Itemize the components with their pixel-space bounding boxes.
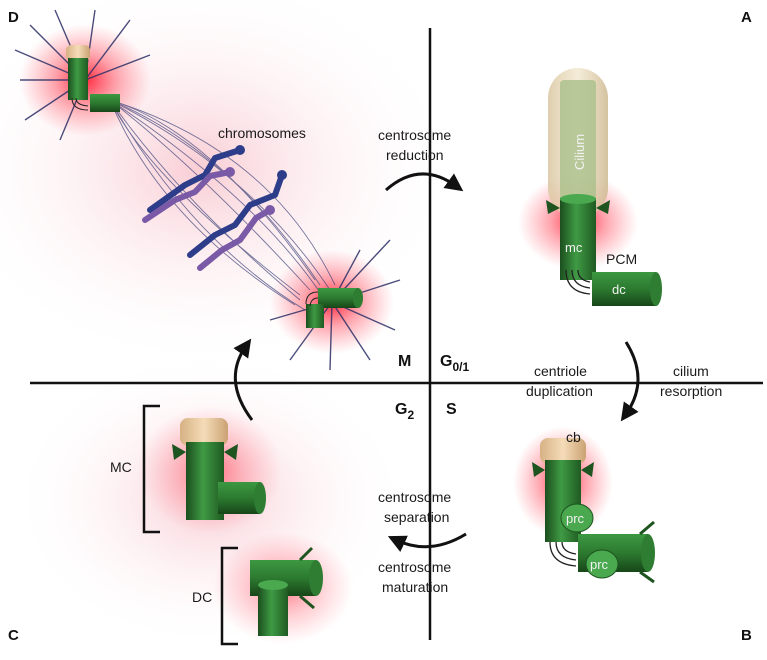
panel-a-ciliated-centrosome: Cilium mc dc PCM xyxy=(518,68,662,306)
mc-cap xyxy=(180,418,228,446)
label-centrosome-separation-line2: separation xyxy=(384,509,449,525)
prc-label-1: prc xyxy=(566,511,585,526)
phase-label-g01-base: G xyxy=(440,353,452,370)
corner-label-c: C xyxy=(8,627,19,644)
label-centrosome-maturation-line2: maturation xyxy=(382,579,448,595)
dc-vertical-top xyxy=(258,580,288,590)
procentriole-2 xyxy=(585,549,619,579)
mother-centriole xyxy=(560,198,596,280)
procentriole-1 xyxy=(560,503,594,533)
mc-centriole xyxy=(186,442,224,520)
arrow-g2-to-m xyxy=(233,338,254,421)
appendage-left xyxy=(532,462,545,477)
mc-label-small: mc xyxy=(565,240,583,255)
pole1-mother-centriole xyxy=(68,58,88,100)
mother-centriole-top xyxy=(560,194,596,204)
chromosome-blue xyxy=(187,172,285,258)
dc-vertical-centriole xyxy=(258,584,288,636)
pole2-mother-centriole xyxy=(318,288,358,308)
ciliary-base-cap xyxy=(540,438,586,464)
linker-arcs xyxy=(549,541,577,567)
arrow-centrosome-reduction xyxy=(385,172,464,192)
mc-bracket xyxy=(142,404,160,534)
pole1-daughter-centriole xyxy=(90,94,120,112)
appendage-right xyxy=(581,462,594,477)
daughter-appendage xyxy=(639,520,655,584)
corner-label-b: B xyxy=(741,627,752,644)
dc-label-big: DC xyxy=(192,589,212,605)
label-centriole-duplication-line2: duplication xyxy=(526,383,593,399)
corner-label-a: A xyxy=(741,9,752,26)
phase-label-g01: G0/1 xyxy=(440,353,469,374)
dc-bracket xyxy=(220,546,238,646)
chromosomes-label: chromosomes xyxy=(218,125,306,141)
chromosome-purple xyxy=(142,169,233,223)
phase-label-g2-base: G xyxy=(395,401,407,418)
pole1-cap xyxy=(66,45,90,61)
daughter-centriole-end xyxy=(641,534,655,572)
mc-appendages xyxy=(172,444,238,460)
label-cilium-resorption-line1: cilium xyxy=(673,363,709,379)
appendage-right xyxy=(596,200,610,214)
label-centriole-duplication-line1: centriole xyxy=(534,363,587,379)
pole2-arcs xyxy=(305,291,319,307)
dc-label-small: dc xyxy=(612,282,626,297)
cilium-label: Cilium xyxy=(572,134,587,170)
panel-d-mitotic-spindle: chromosomes xyxy=(14,9,401,371)
prc-label-2: prc xyxy=(590,557,609,572)
cb-label: cb xyxy=(566,429,581,445)
pole2-daughter-centriole xyxy=(306,304,324,328)
phase-label-g01-sub: 0/1 xyxy=(452,360,469,374)
corner-label-d: D xyxy=(8,9,19,26)
appendage-left xyxy=(546,200,560,214)
mc-label-big: MC xyxy=(110,459,132,475)
phase-label-g2-sub: 2 xyxy=(407,408,414,422)
label-cilium-resorption-line2: resorption xyxy=(660,383,722,399)
panel-b-duplicating-centrosome: cb prc prc xyxy=(513,426,655,584)
arrow-centrosome-maturation xyxy=(387,532,467,552)
arrow-cilium-resorption xyxy=(620,341,640,422)
phase-label-m: M xyxy=(398,353,411,370)
label-centrosome-separation-line1: centrosome xyxy=(378,489,451,505)
chromosome-purple xyxy=(197,207,273,271)
pole2-mother-end xyxy=(353,288,363,308)
chromosomes xyxy=(142,145,287,271)
mc-daughter xyxy=(218,482,260,514)
daughter-centriole xyxy=(592,272,656,306)
pcm-label: PCM xyxy=(606,251,637,267)
cilium-core xyxy=(560,80,596,210)
dc-horizontal-end xyxy=(309,560,323,596)
daughter-centriole-end xyxy=(650,272,662,306)
mc-daughter-end xyxy=(254,482,266,514)
label-centrosome-reduction-line1: centrosome xyxy=(378,127,451,143)
pole1-arcs xyxy=(71,97,89,111)
linker-arcs xyxy=(565,269,591,295)
label-centrosome-maturation-line1: centrosome xyxy=(378,559,451,575)
phase-label-g2: G2 xyxy=(395,401,414,422)
chromosome-blue xyxy=(147,147,243,213)
label-centrosome-reduction-line2: reduction xyxy=(386,147,444,163)
panel-c-separated-centrosomes: MC DC xyxy=(110,404,353,646)
dc-appendages xyxy=(298,546,315,610)
phase-label-s: S xyxy=(446,401,457,418)
